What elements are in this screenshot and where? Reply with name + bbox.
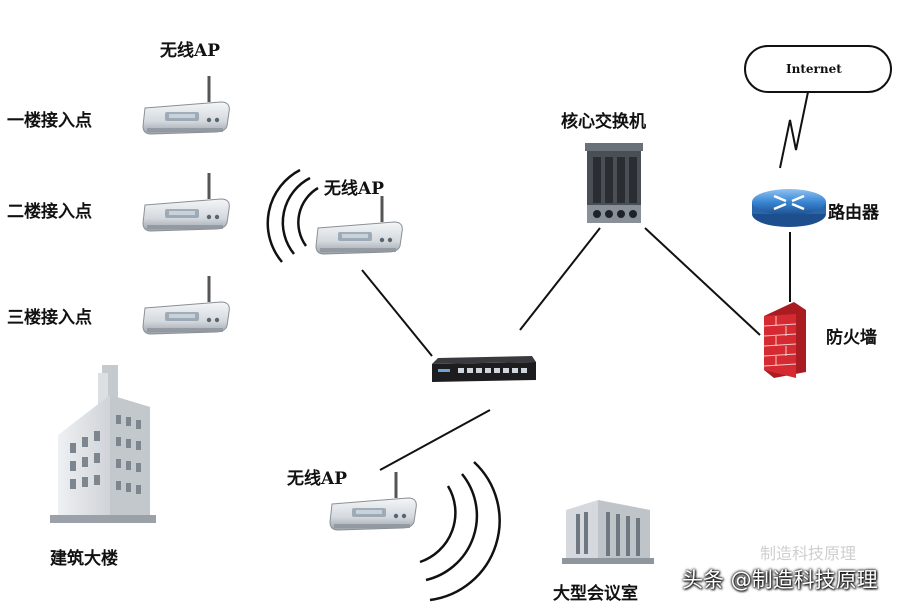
line-switch-core (519, 227, 601, 331)
connection-lines (361, 91, 809, 471)
conference-building-icon (562, 500, 654, 564)
ap-top-label: 无线AP (160, 41, 220, 61)
access-point-floor1-icon (141, 74, 231, 136)
conference-label: 大型会议室 (553, 584, 638, 604)
line-router-internet-zigzag (779, 91, 809, 169)
access-point-floor2-icon (141, 171, 231, 233)
firewall-label: 防火墙 (826, 328, 877, 348)
access-point-floor3-icon (141, 274, 231, 336)
watermark-text: 头条 @制造科技原理 (682, 568, 878, 592)
line-apmid-switch (361, 269, 433, 357)
router-icon (752, 189, 826, 227)
wifi-signal-mid (266, 168, 319, 263)
core-switch-label: 核心交换机 (561, 112, 646, 132)
watermark-ghost-text: 制造科技原理 (760, 544, 857, 563)
line-switch-apbottom (379, 409, 491, 471)
ap-mid-label: 无线AP (324, 179, 384, 199)
switch-icon (432, 356, 536, 382)
firewall-icon (763, 302, 806, 378)
internet-cloud-shape (744, 45, 892, 93)
building-icon (50, 365, 156, 523)
line-core-firewall (644, 227, 761, 336)
floor1-access-label: 一楼接入点 (7, 111, 92, 131)
router-label: 路由器 (828, 203, 879, 223)
floor2-access-label: 二楼接入点 (7, 202, 92, 222)
building-label: 建筑大楼 (50, 549, 118, 569)
floor3-access-label: 三楼接入点 (7, 308, 92, 328)
ap-bottom-label: 无线AP (287, 469, 347, 489)
access-point-mid-icon (314, 194, 404, 256)
internet-label: Internet (786, 62, 842, 76)
wifi-signal-bottom (419, 461, 501, 602)
core-switch-icon (585, 143, 643, 223)
